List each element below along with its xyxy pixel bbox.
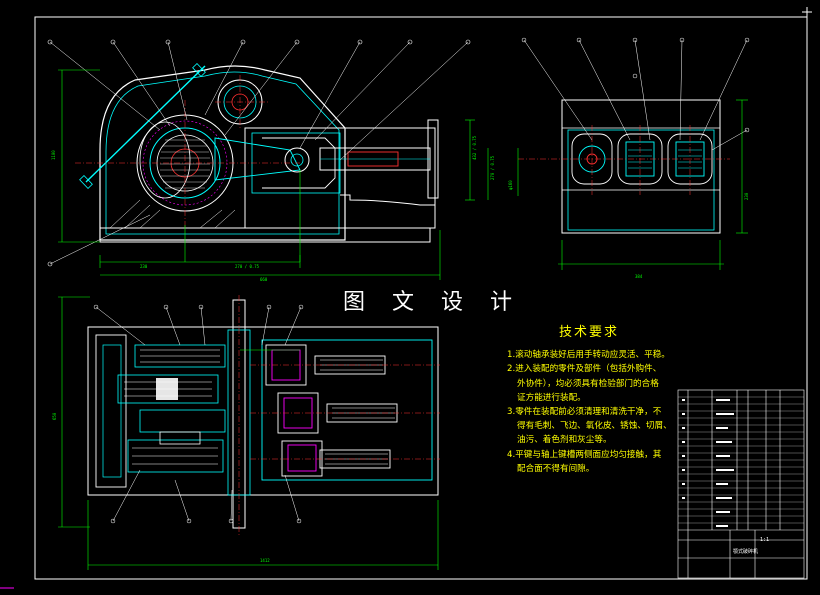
svg-text:230: 230 [140,264,148,269]
requirement-line: 外协件），均必须具有检验部门的合格 [517,378,659,389]
svg-text:230: 230 [744,192,749,200]
title-block-name: 颚式破碎机 [733,549,759,555]
requirement-line: 1.滚动轴承装好后用手转动应灵活、平稳。 [507,350,670,361]
bom-rows [678,396,804,524]
svg-text:270 / 0.75: 270 / 0.75 [490,155,495,180]
svg-text:1100: 1100 [51,150,56,160]
corner-marks [0,7,812,589]
svg-text:384: 384 [635,274,643,279]
requirement-line: 证方能进行装配。 [517,392,586,403]
requirement-line: 3.零件在装配前必须清理和清洗干净，不 [507,407,662,418]
svg-text:650: 650 [52,412,57,420]
watermark-text: 图 文 设 计 [343,290,522,315]
housing-outline [99,65,346,241]
requirement-line: 油污、着色剂和灰尘等。 [517,435,612,446]
plan-view: 650 1412 [52,295,440,570]
svg-text:432 / 0.75: 432 / 0.75 [472,135,477,160]
technical-requirements-title: 技术要求 [559,325,620,340]
requirement-line: 得有毛刺、飞边、氧化皮、锈蚀、切屑、 [517,421,672,432]
technical-requirements: 技术要求 1.滚动轴承装好后用手转动应灵活、平稳。 2.进入装配的零件及部件（包… [507,325,687,476]
title-block-scale: 1:1 [760,537,770,543]
svg-text:φ160: φ160 [508,180,513,190]
svg-text:270 / 0.75: 270 / 0.75 [235,264,260,269]
requirement-line: 4.平键与轴上键槽两侧面应均匀接触，其 [507,449,662,460]
svg-text:660: 660 [260,277,268,282]
sheet-frame [34,16,808,580]
bom-text-marks [682,399,734,527]
side-view: φ160 384 230 [508,37,750,279]
requirement-line: 2.进入装配的零件及部件（包括外购件、 [507,364,662,375]
svg-text:1412: 1412 [260,558,270,563]
front-view: 1100 230 270 / 0.75 660 432 / 0.75 270 /… [47,39,495,282]
requirement-line: 配合面不得有间隙。 [517,463,595,474]
